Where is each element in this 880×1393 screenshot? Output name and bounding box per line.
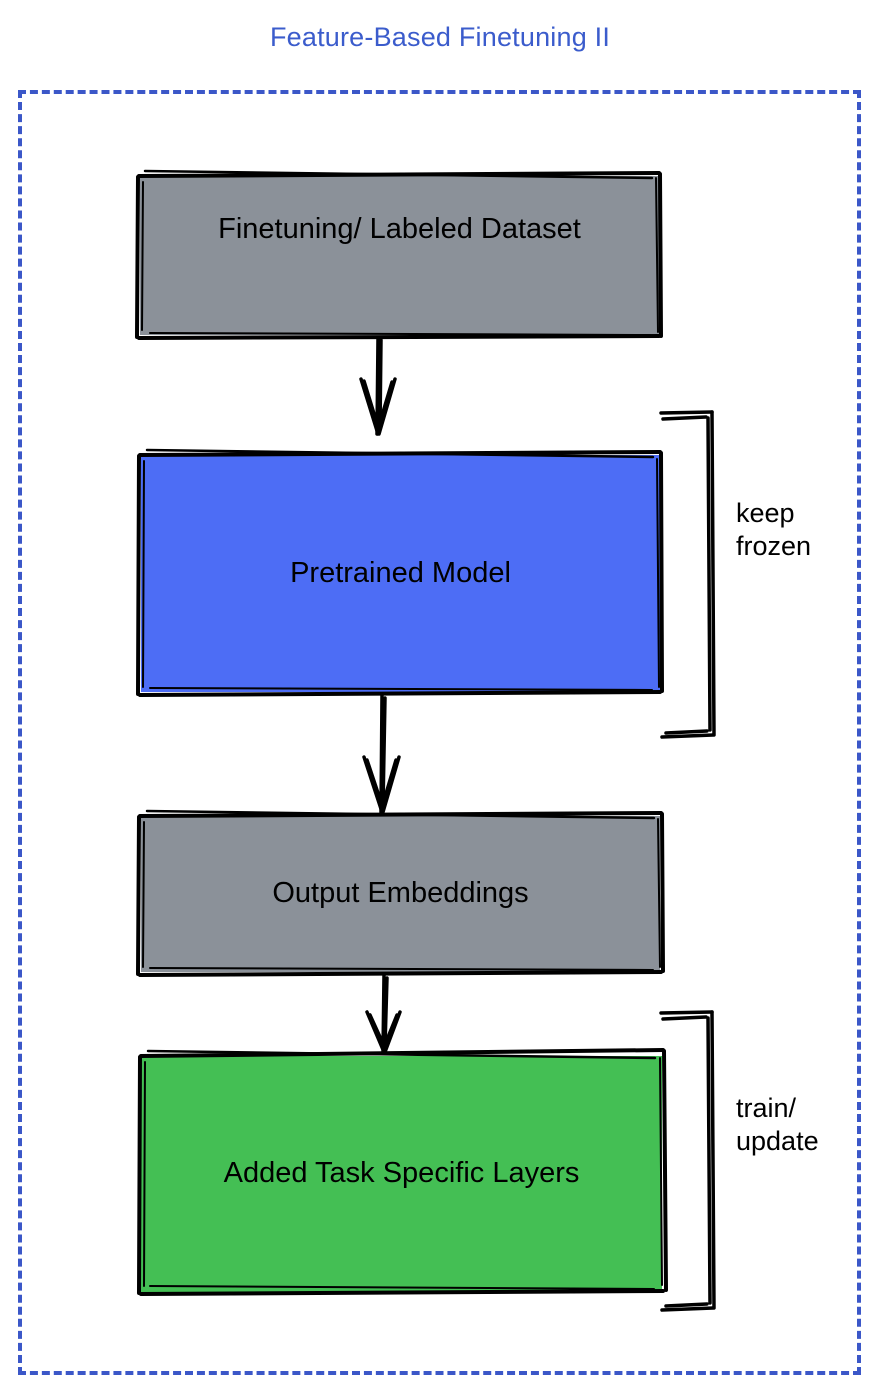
node-embeddings[interactable]: Output Embeddings: [141, 816, 660, 972]
arrow-embeddings-to-tasklayers: [365, 973, 402, 1054]
node-pretrained-label: Pretrained Model: [290, 556, 511, 589]
arrow-pretrained-to-embeddings: [362, 693, 401, 814]
node-pretrained[interactable]: Pretrained Model: [141, 455, 660, 692]
bracket-train-update: [659, 1010, 716, 1312]
arrow-dataset-to-pretrained: [359, 336, 397, 436]
node-tasklayers-label: Added Task Specific Layers: [223, 1157, 580, 1190]
bracket-label-train-update: train/ update: [736, 1093, 819, 1156]
node-dataset-label: Finetuning/ Labeled Dataset: [218, 213, 581, 245]
node-embeddings-label: Output Embeddings: [272, 877, 529, 910]
bracket-label-keep-frozen: keep frozen: [736, 498, 812, 561]
node-dataset[interactable]: Finetuning/ Labeled Dataset: [140, 176, 659, 335]
bracket-keep-frozen: [659, 410, 716, 739]
page-title: Feature-Based Finetuning II: [269, 22, 611, 52]
node-tasklayers[interactable]: Added Task Specific Layers: [141, 1056, 662, 1292]
